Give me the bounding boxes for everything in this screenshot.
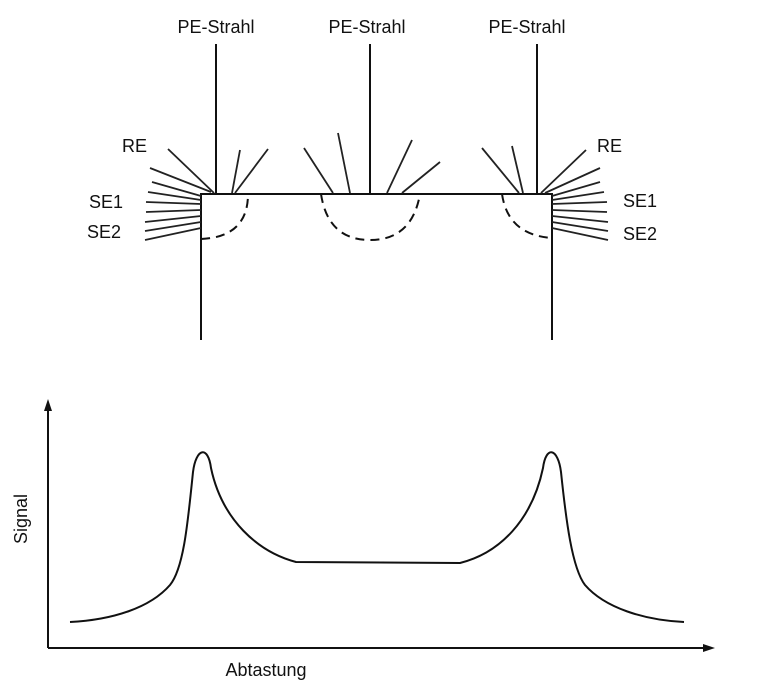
emission-rays-right-top xyxy=(481,145,601,194)
emission-rays-left-top xyxy=(149,148,269,194)
emission-rays-center xyxy=(303,132,441,194)
x-axis-label: Abtastung xyxy=(225,660,306,680)
signal-curve xyxy=(69,451,685,623)
sample-profile xyxy=(200,193,553,340)
interaction-volume-center xyxy=(320,193,421,242)
label-se1-left: SE1 xyxy=(89,192,123,212)
label-se1-right: SE1 xyxy=(623,191,657,211)
beam-label-left: PE-Strahl xyxy=(177,17,254,37)
emission-rays-right-side xyxy=(551,181,609,241)
interaction-volume-right xyxy=(501,193,553,239)
interaction-volume-left xyxy=(200,193,249,240)
y-axis-label: Signal xyxy=(11,494,31,544)
beam-label-center: PE-Strahl xyxy=(328,17,405,37)
label-re-left: RE xyxy=(122,136,147,156)
label-se2-right: SE2 xyxy=(623,224,657,244)
signal-axes xyxy=(44,399,715,652)
beam-label-right: PE-Strahl xyxy=(488,17,565,37)
emission-rays-left-side xyxy=(144,181,202,241)
label-se2-left: SE2 xyxy=(87,222,121,242)
label-re-right: RE xyxy=(597,136,622,156)
